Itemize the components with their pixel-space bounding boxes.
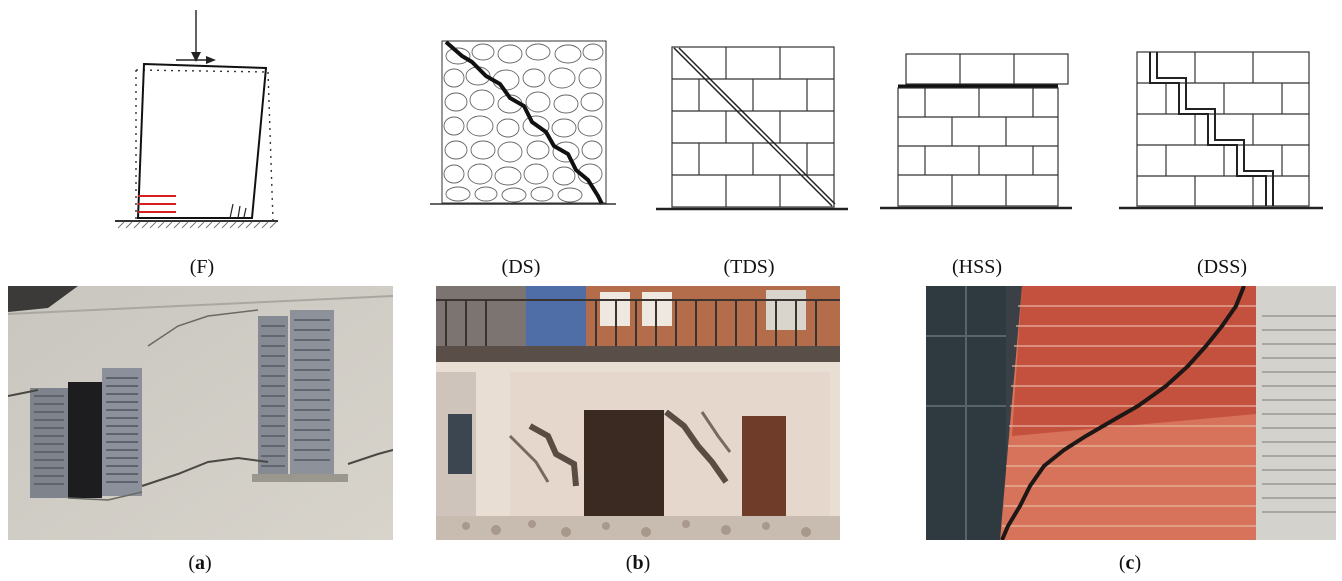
label-flexure: (F) bbox=[189, 256, 215, 278]
label-stair-stepped-shear: (DSS) bbox=[1196, 256, 1247, 278]
label-a-close: ) bbox=[205, 552, 212, 574]
label-photo-a: (a) bbox=[140, 552, 260, 575]
label-diagonal-shear: (DS) bbox=[501, 256, 541, 278]
label-horizontal-sliding-shear: (HSS) bbox=[951, 256, 1002, 278]
label-a-open: ( bbox=[188, 552, 195, 574]
label-through-brick-shear: (TDS) bbox=[723, 256, 775, 278]
label-b-letter: b bbox=[632, 552, 644, 574]
brick-stepped-crack bbox=[1000, 286, 1246, 540]
label-c-close: ) bbox=[1134, 552, 1142, 574]
label-photo-c: (c) bbox=[1070, 552, 1190, 575]
photo-damaged-piers bbox=[436, 286, 840, 540]
flexure-diagram bbox=[110, 8, 285, 233]
through-brick-shear-diagram bbox=[652, 44, 852, 216]
stepped-crack bbox=[1149, 52, 1267, 206]
diagonal-crack bbox=[673, 47, 833, 207]
horizontal-sliding-shear-diagram bbox=[876, 48, 1076, 216]
pier-crack bbox=[528, 409, 729, 487]
stair-stepped-shear-diagram bbox=[1117, 48, 1327, 216]
photo-facade-shutters bbox=[8, 286, 393, 540]
label-c-letter: c bbox=[1125, 552, 1135, 574]
diagonal-crack bbox=[444, 40, 604, 205]
facade-crack bbox=[8, 389, 393, 487]
label-a-letter: a bbox=[195, 552, 205, 574]
photo-brick-stepped-crack bbox=[926, 286, 1336, 540]
label-c-open: ( bbox=[1118, 552, 1126, 574]
label-b-close: ) bbox=[643, 552, 651, 574]
label-photo-b: (b) bbox=[578, 552, 698, 575]
diagonal-shear-stone-diagram bbox=[428, 38, 618, 210]
label-b-open: ( bbox=[625, 552, 633, 574]
